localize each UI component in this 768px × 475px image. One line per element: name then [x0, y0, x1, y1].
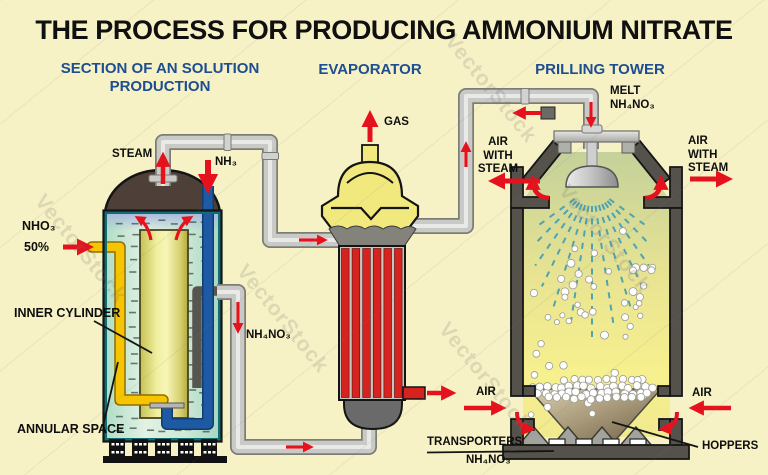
- spray-lines: [532, 198, 652, 340]
- rim-block: [557, 141, 572, 154]
- inner-cylinder-label: INNER CYLINDER: [14, 306, 121, 320]
- wall-right-lip: [657, 385, 671, 397]
- section-header-evaporator: EVAPORATOR: [318, 61, 422, 78]
- transporters-pointer: [426, 450, 555, 454]
- annular-space-label: ANNULAR SPACE: [17, 422, 125, 436]
- steam-label: STEAM: [112, 148, 153, 160]
- vent-curl-arrow: [525, 174, 550, 201]
- wall-left: [510, 207, 524, 397]
- neutralizer-vessel: [86, 168, 227, 463]
- wall-left-lip: [522, 385, 536, 397]
- bulb-level-line: [331, 206, 409, 221]
- transporters-sub-label: NH₄NO₃: [466, 454, 511, 466]
- heater-tubes: [341, 248, 403, 398]
- air-left-label: AIR: [476, 386, 496, 398]
- vent-curl-arrow: [644, 174, 669, 201]
- melt-label-line1: MELT: [610, 85, 641, 97]
- rim-block: [621, 141, 636, 154]
- tube-bundle: [338, 245, 406, 401]
- section-header-solution: SECTION OF AN SOLUTION PRODUCTION: [60, 60, 260, 96]
- annular-space-pointer: [102, 361, 119, 427]
- hoppers-label: HOPPERS: [702, 440, 759, 452]
- hoppers-pointer: [611, 421, 699, 448]
- evaporator-bottom-dome: [343, 397, 403, 431]
- inner-cylinder-pointer: [93, 320, 153, 354]
- solution-outlet-pipe: [402, 386, 426, 400]
- vent-stub: [540, 106, 556, 120]
- sparger-plate: [149, 402, 185, 409]
- circulation-arrow: [174, 216, 194, 241]
- evaporator-unit: [320, 144, 426, 431]
- gas-label: GAS: [384, 116, 409, 128]
- section-header-solution-line2: PRODUCTION: [109, 78, 211, 95]
- wall-right: [669, 207, 683, 397]
- air-with-steam-left-label: AIR WITH STEAM: [477, 136, 519, 176]
- prilling-tower-unit: [502, 106, 690, 460]
- pointer-lines: [93, 320, 699, 454]
- nh4no3-pipe-label: NH₄NO₃: [246, 329, 291, 341]
- page-title: THE PROCESS FOR PRODUCING AMMONIUM NITRA…: [35, 15, 733, 45]
- melt-label: MELT NH₄NO₃: [610, 85, 655, 112]
- section-header-solution-line1: SECTION OF AN SOLUTION: [60, 60, 260, 77]
- air-curl-arrow: [515, 411, 536, 436]
- flange-ring: [261, 152, 279, 160]
- section-header-prilling: PRILLING TOWER: [535, 61, 665, 78]
- collector-liquid: [328, 225, 417, 249]
- flange-ring: [223, 133, 232, 151]
- pipe-flanges: [148, 88, 530, 183]
- spray-head: [565, 165, 619, 188]
- melt-pipe-flange: [581, 124, 603, 134]
- transporters-label: TRANSPORTERS: [427, 436, 523, 448]
- circulation-arrow: [134, 216, 153, 241]
- prills: [527, 227, 657, 418]
- air-with-steam-right-label: AIR WITH STEAM: [688, 135, 729, 175]
- vessel-legs: [103, 439, 227, 463]
- inner-cylinder: [139, 229, 189, 419]
- air-curl-arrow: [658, 411, 679, 436]
- flow-arrows: [63, 102, 733, 453]
- bulb-arc: [346, 172, 394, 184]
- nho3-pct-label: 50%: [24, 240, 50, 254]
- air-right-label: AIR: [692, 387, 712, 399]
- ammonia-pipe: [162, 186, 213, 429]
- melt-label-line2: NH₄NO₃: [610, 98, 655, 111]
- flange-ring: [520, 88, 530, 105]
- nh3-label: NH₃: [215, 156, 237, 168]
- nho3-label: NHO₃: [22, 219, 56, 233]
